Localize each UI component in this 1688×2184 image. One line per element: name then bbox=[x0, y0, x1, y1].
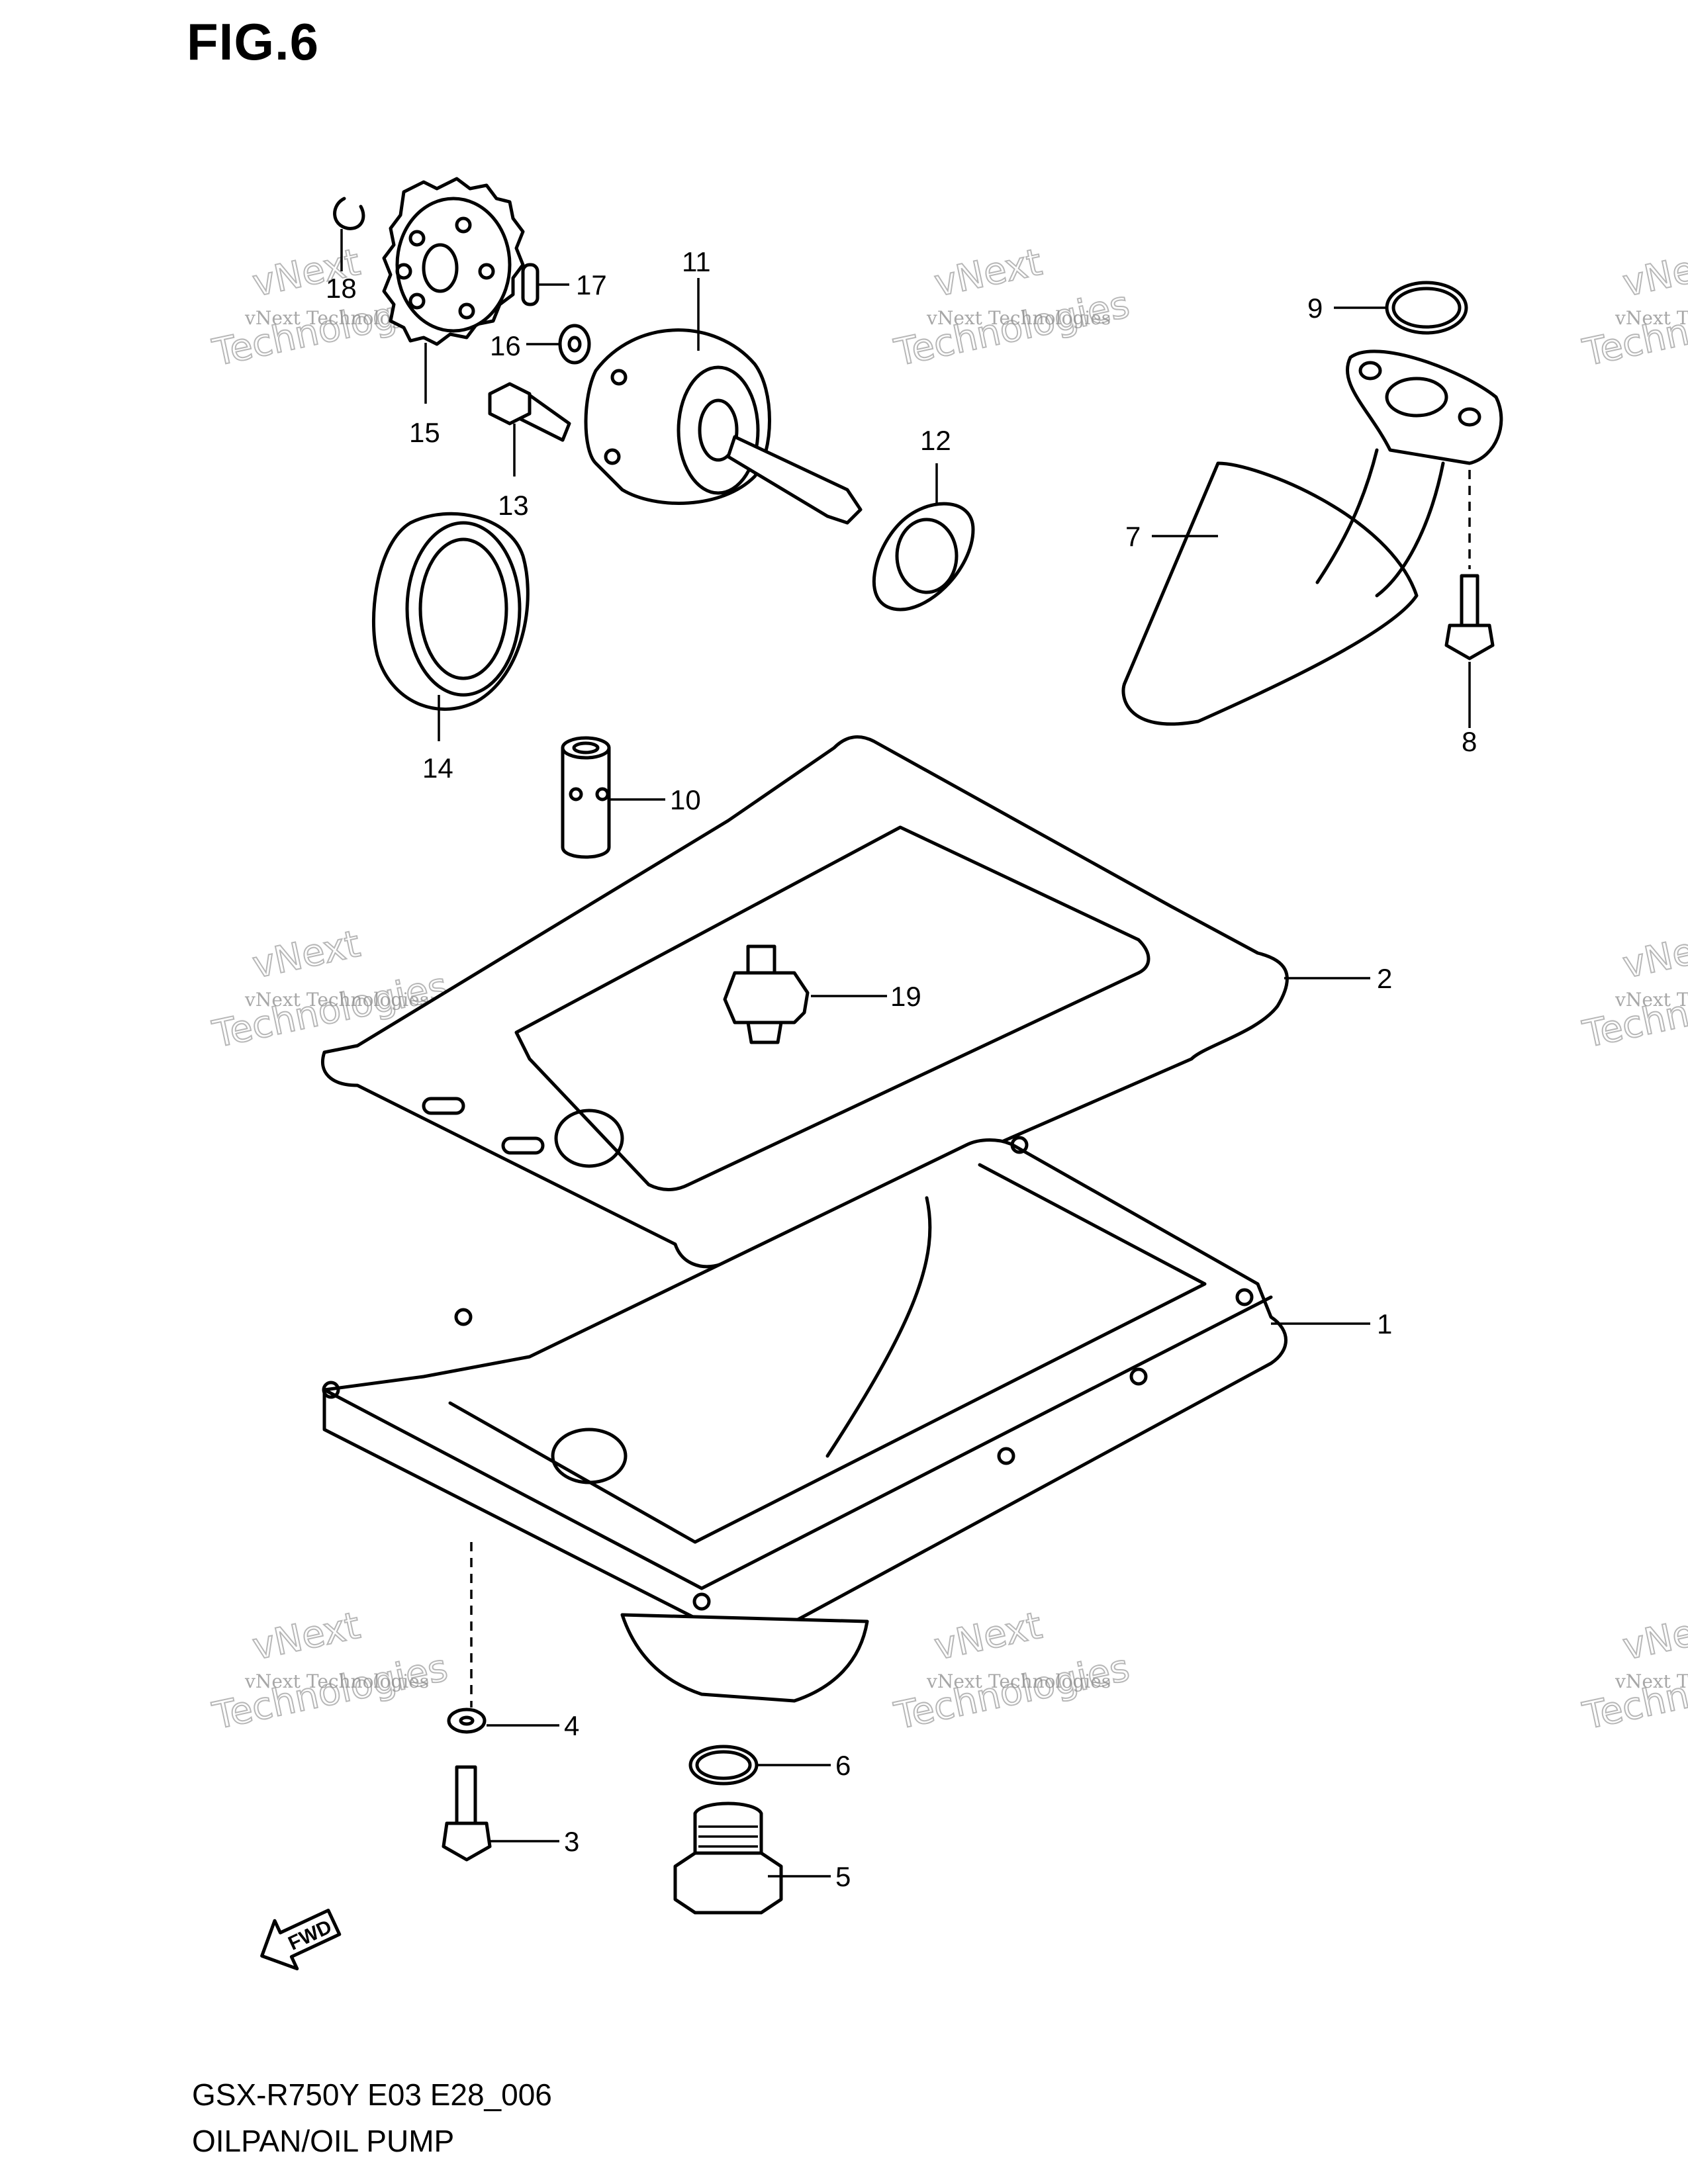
part-11-oil-pump bbox=[584, 328, 863, 525]
callout-9: 9 bbox=[1307, 293, 1323, 324]
callout-8: 8 bbox=[1462, 726, 1477, 757]
part-4-washer bbox=[447, 1707, 487, 1734]
watermark: vNext Technologies vNext Technologies bbox=[890, 240, 1133, 375]
callout-19: 19 bbox=[890, 981, 921, 1012]
svg-text:vNext Technologies: vNext Technologies bbox=[1615, 307, 1688, 329]
callout-7: 7 bbox=[1125, 521, 1141, 552]
svg-text:Technologies: Technologies bbox=[890, 283, 1133, 375]
leader-lines bbox=[340, 229, 1471, 1878]
callout-10: 10 bbox=[670, 784, 701, 815]
callout-11: 11 bbox=[682, 246, 711, 277]
callout-13: 13 bbox=[498, 490, 529, 521]
part-3-bolt bbox=[442, 1765, 492, 1862]
fwd-arrow-icon: FWD bbox=[260, 1909, 342, 1971]
part-17-pin bbox=[521, 263, 539, 306]
part-8-bolt bbox=[1444, 574, 1495, 660]
svg-text:Technologies: Technologies bbox=[890, 1647, 1133, 1739]
part-5-drain-plug bbox=[673, 1801, 783, 1915]
svg-text:vNext Technologies: vNext Technologies bbox=[244, 989, 429, 1011]
svg-text:vNext: vNext bbox=[1619, 923, 1688, 987]
part-19-pressure-switch bbox=[723, 944, 810, 1044]
part-6-gasket bbox=[688, 1745, 759, 1786]
callout-16: 16 bbox=[490, 330, 521, 361]
svg-text:Technologies: Technologies bbox=[209, 1647, 451, 1739]
part-9-o-ring bbox=[1385, 281, 1468, 335]
svg-text:vNext: vNext bbox=[931, 1604, 1046, 1669]
callout-14: 14 bbox=[422, 752, 453, 784]
svg-text:vNext: vNext bbox=[1619, 241, 1688, 306]
part-16-washer bbox=[558, 324, 591, 365]
callout-1: 1 bbox=[1377, 1308, 1392, 1340]
svg-text:vNext Technologies: vNext Technologies bbox=[926, 1670, 1111, 1692]
callout-15: 15 bbox=[409, 417, 440, 448]
callout-3: 3 bbox=[564, 1826, 579, 1857]
watermark: vNext Technologies vNext Technologies bbox=[1578, 240, 1688, 375]
part-10-dowel bbox=[561, 736, 611, 859]
part-15-drive-gear bbox=[382, 177, 525, 346]
svg-text:vNext Technologies: vNext Technologies bbox=[1615, 1670, 1688, 1692]
part-14-gear-ring bbox=[371, 512, 530, 711]
callout-12: 12 bbox=[920, 425, 951, 456]
callout-17: 17 bbox=[576, 269, 607, 300]
svg-text:vNext: vNext bbox=[249, 1604, 364, 1669]
svg-text:vNext: vNext bbox=[1619, 1604, 1688, 1669]
callout-6: 6 bbox=[835, 1750, 851, 1781]
part-1-oilpan bbox=[322, 1136, 1288, 1703]
callout-18: 18 bbox=[326, 273, 357, 304]
callout-labels: 1 2 3 4 5 6 7 8 9 10 11 12 13 14 15 16 1… bbox=[326, 246, 1477, 1892]
callout-5: 5 bbox=[835, 1861, 851, 1892]
watermark: vNext Technologies vNext Technologies bbox=[1578, 922, 1688, 1057]
part-7-oil-strainer bbox=[1121, 349, 1503, 726]
watermark: vNext Technologies vNext Technologies bbox=[890, 1604, 1133, 1739]
svg-text:vNext Technologies: vNext Technologies bbox=[244, 1670, 429, 1692]
part-13-bolt bbox=[488, 382, 571, 442]
watermark: vNext Technologies vNext Technologies bbox=[208, 1604, 451, 1739]
part-18-circlip bbox=[333, 197, 365, 230]
callout-2: 2 bbox=[1377, 963, 1392, 994]
svg-text:vNext Technologies: vNext Technologies bbox=[926, 307, 1111, 329]
watermark: vNext Technologies vNext Technologies bbox=[1578, 1604, 1688, 1739]
callout-4: 4 bbox=[564, 1710, 579, 1741]
figure-title: FIG.6 bbox=[187, 13, 320, 71]
svg-text:vNext: vNext bbox=[249, 923, 364, 987]
diagram-model-code: GSX-R750Y E03 E28_006 bbox=[192, 2077, 552, 2112]
part-12-gasket bbox=[872, 502, 975, 612]
svg-text:vNext: vNext bbox=[931, 241, 1046, 306]
diagram-name: OILPAN/OIL PUMP bbox=[192, 2124, 455, 2158]
svg-text:vNext Technologies: vNext Technologies bbox=[1615, 989, 1688, 1011]
